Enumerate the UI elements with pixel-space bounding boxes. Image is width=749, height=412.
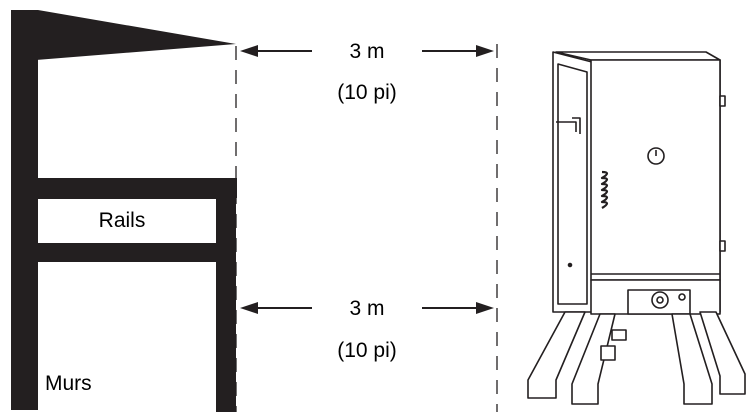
drip-tray-lip <box>611 329 627 341</box>
clearance-guides <box>235 44 498 412</box>
bottom-clearance-metric: 3 m <box>349 297 384 320</box>
wall-post-right <box>216 178 236 412</box>
roof-overhang <box>11 10 236 62</box>
leg-front-right <box>671 313 713 405</box>
igniter-button-icon <box>678 293 686 301</box>
hinge-bottom <box>719 240 726 252</box>
coil-handle-icon <box>600 170 609 209</box>
drip-tray <box>600 345 616 361</box>
control-knob-center <box>656 296 664 304</box>
top-dimension-arrow <box>240 45 494 57</box>
rail-edge-tick <box>234 178 237 198</box>
rail-top-bar <box>11 178 236 199</box>
wall-post-left <box>11 10 38 410</box>
door-dot <box>567 262 573 268</box>
top-arrow-left-head <box>240 45 258 57</box>
rail-bottom-bar <box>11 243 236 262</box>
door-latch-icon <box>556 117 581 134</box>
leg-front-left <box>527 311 586 399</box>
hinge-top <box>719 95 726 107</box>
leg-back-right <box>699 311 746 395</box>
smoker-front-face <box>590 59 721 281</box>
leg-front-center <box>571 313 616 405</box>
bottom-dimension-arrow <box>240 302 494 314</box>
top-clearance-imperial: (10 pi) <box>337 81 397 104</box>
building-structure <box>11 10 236 412</box>
rails-label: Rails <box>99 209 146 232</box>
bottom-arrow-left-head <box>240 302 258 314</box>
top-clearance-metric: 3 m <box>349 40 384 63</box>
top-arrow-right-head <box>476 45 494 57</box>
smoker-door-inner <box>557 63 588 305</box>
bottom-clearance-imperial: (10 pi) <box>337 339 397 362</box>
bottom-arrow-right-head <box>476 302 494 314</box>
walls-label: Murs <box>45 372 92 395</box>
smoker-illustration <box>527 51 746 405</box>
